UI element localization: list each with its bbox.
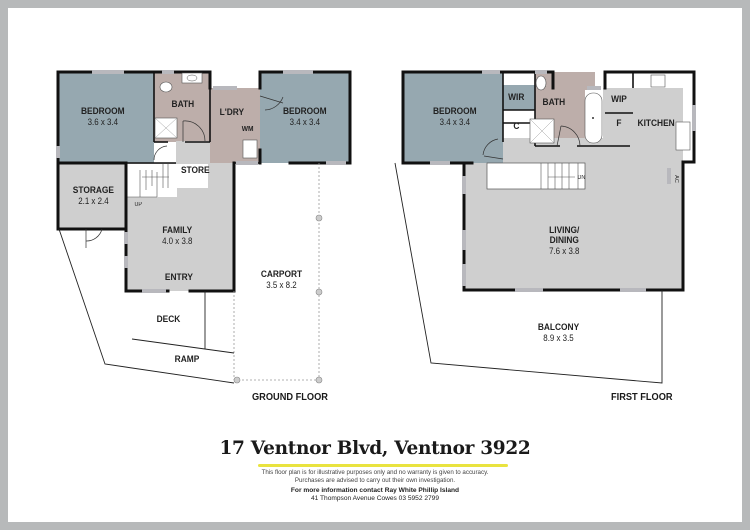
ff-stairs-down-label: DN <box>577 175 586 181</box>
gf-deck-label: DECK <box>156 314 181 325</box>
ff-bath-label: BATH <box>542 97 566 108</box>
gf-bedroom2-fill <box>260 72 350 163</box>
ground-floor-title: GROUND FLOOR <box>252 391 328 403</box>
gf-store-label: STORE <box>180 165 210 176</box>
ff-wip-label: WIP <box>611 94 627 105</box>
gf-bath-label: BATH <box>171 99 195 110</box>
contact-line-1: For more information contact Ray White P… <box>290 487 460 494</box>
ff-wir-label: WIR <box>508 92 525 103</box>
first-floor-plan <box>394 70 696 384</box>
gf-storage-fill <box>58 163 126 229</box>
address-underline <box>258 464 508 467</box>
ground-floor-plan <box>56 70 352 384</box>
ff-fridge-label: F <box>616 118 622 129</box>
gf-bedroom1-fill <box>58 72 154 163</box>
gf-laundry-label: L'DRY <box>219 107 245 118</box>
disclaimer-line-1: This floor plan is for illustrative purp… <box>261 469 489 476</box>
ff-bedroom-fill <box>403 72 503 163</box>
ff-kitchen-label: KITCHEN <box>637 118 675 129</box>
property-address: 17 Ventnor Blvd, Ventnor 3922 <box>219 438 531 459</box>
gf-entry-label: ENTRY <box>164 272 193 283</box>
gf-stairs-up-label: UP <box>134 202 142 208</box>
disclaimer-line-2: Purchases are advised to carry out their… <box>294 477 456 484</box>
ff-closet-label: C <box>513 121 520 132</box>
contact-line-2: 41 Thompson Avenue Cowes 03 5952 2799 <box>310 495 440 502</box>
gf-wm-label: WM <box>241 124 254 133</box>
gf-ramp-label: RAMP <box>174 354 200 365</box>
ff-living-fill <box>503 138 683 290</box>
first-floor-title: FIRST FLOOR <box>611 391 673 403</box>
ff-ac-label: AC <box>672 175 679 183</box>
